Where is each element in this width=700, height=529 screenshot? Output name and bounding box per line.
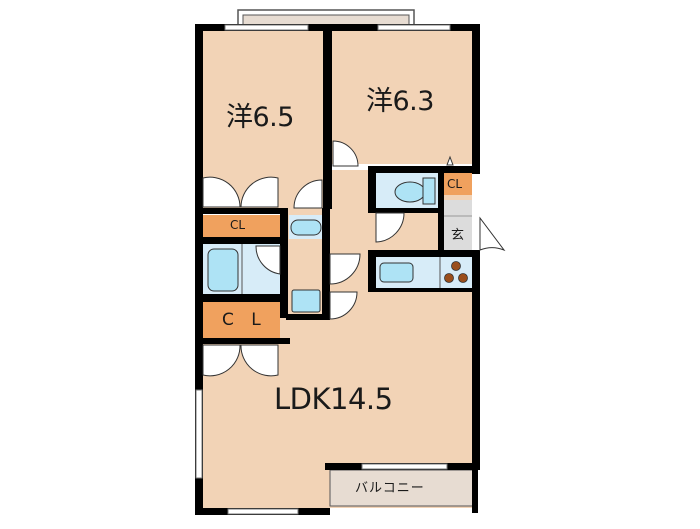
toilet-tank — [422, 177, 436, 205]
closet-lower-left — [202, 302, 280, 338]
entrance-floor — [444, 200, 472, 252]
closet-lower-left-label: C L — [222, 310, 267, 330]
entrance-label: 玄 — [451, 228, 465, 243]
closet-upper-left-label: CL — [230, 218, 246, 232]
western-room-1-label: 洋6.5 — [226, 102, 294, 133]
closet-entrance — [444, 173, 472, 195]
door-swings — [202, 140, 506, 377]
closet-entrance-label: CL — [447, 177, 463, 191]
balcony-floor — [329, 469, 474, 507]
toilet-bowl — [394, 181, 426, 203]
washing-machine-pan — [291, 289, 321, 313]
fixtures — [207, 155, 468, 313]
western-room-2-floor — [332, 31, 472, 164]
balcony-label: バルコニー — [355, 481, 425, 496]
ldk-label: LDK14.5 — [274, 382, 393, 416]
closet-upper-left — [202, 215, 280, 237]
top-balcony — [237, 9, 415, 27]
kitchen-sink — [379, 262, 414, 283]
western-room-2-label: 洋6.3 — [366, 86, 434, 117]
bathtub — [207, 248, 239, 292]
washbasin — [290, 219, 322, 236]
windows — [195, 24, 451, 515]
